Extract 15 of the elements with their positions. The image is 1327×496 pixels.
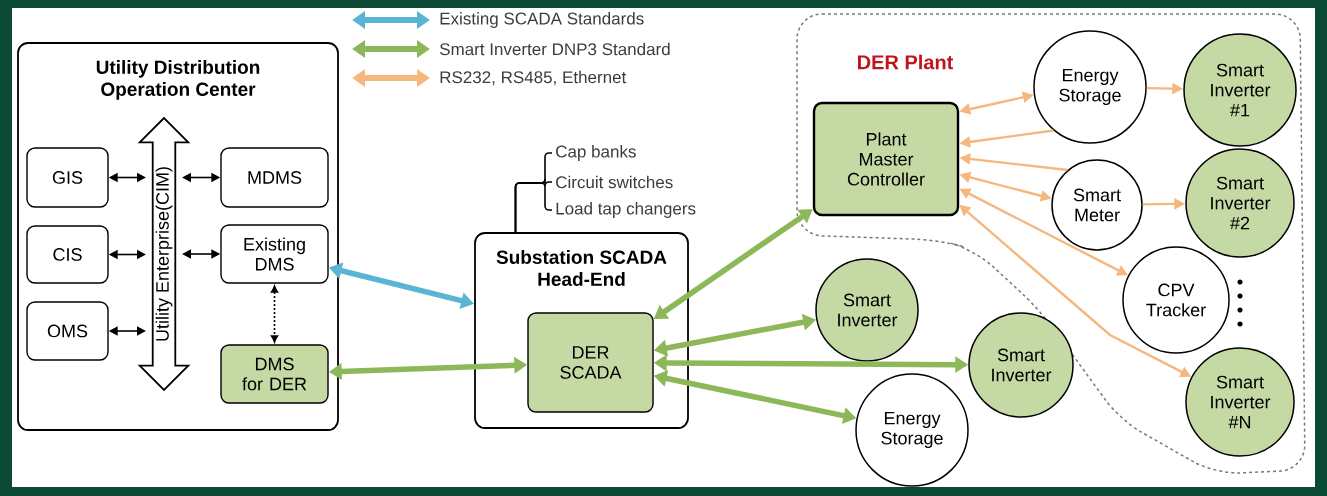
- system-box: GIS: [26, 147, 109, 208]
- scada-box: DER SCADA: [527, 312, 654, 413]
- legend-label: Existing SCADA Standards: [440, 12, 644, 28]
- system-box: OMS: [26, 301, 109, 361]
- system-box: DMS for DER: [220, 344, 329, 404]
- equipment-label: Circuit switches: [556, 175, 673, 189]
- equipment-label: Cap banks: [556, 145, 636, 161]
- system-box: Existing DMS: [220, 224, 329, 284]
- system-box: MDMS: [220, 147, 329, 208]
- legend-label: Smart Inverter DNP3 Standard: [440, 42, 670, 56]
- system-box: CIS: [26, 225, 109, 284]
- legend-label: RS232, RS485, Ethernet: [440, 70, 627, 86]
- connector-arrow: [270, 285, 279, 343]
- controller-box: Plant Master Controller: [812, 101, 960, 217]
- equipment-label: Load tap changers: [556, 202, 696, 218]
